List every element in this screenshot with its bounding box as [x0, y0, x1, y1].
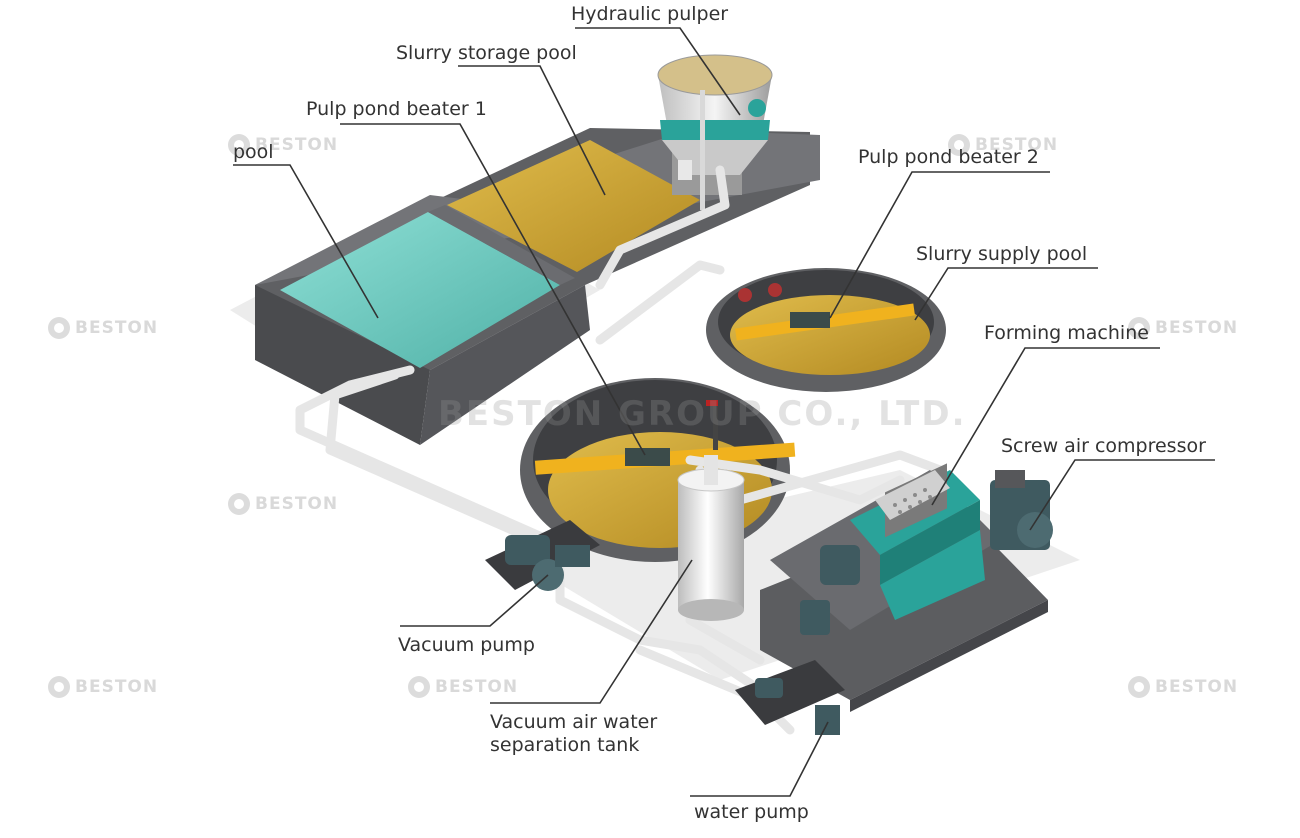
watermark-logo: BESTON [1128, 676, 1238, 698]
leader-slurry-supply-pool [914, 267, 1098, 321]
beston-logo-icon [228, 493, 250, 515]
pool-water [280, 212, 560, 368]
screw-air-compressor-unit [990, 470, 1053, 550]
leader-slurry-storage-pool [458, 65, 606, 196]
leader-pool [233, 164, 379, 319]
slurry-storage-slurry [447, 140, 700, 272]
separation-tank [677, 455, 745, 621]
watermark-logo: BESTON [228, 134, 338, 156]
label-pulp-pond-beater-1: Pulp pond beater 1 [306, 98, 487, 120]
beston-logo-icon [48, 317, 70, 339]
watermark-logo: BESTON [1128, 317, 1238, 339]
hydraulic-pulper [657, 54, 773, 210]
leader-screw-air-compressor [1029, 459, 1215, 531]
watermark-company: BESTON GROUP CO., LTD. [438, 394, 967, 434]
watermark-logo: BESTON [48, 317, 158, 339]
watermark-logo: BESTON [948, 134, 1058, 156]
beston-logo-icon [408, 676, 430, 698]
beston-logo-icon [48, 676, 70, 698]
watermark-logo: BESTON [48, 676, 158, 698]
label-vacuum-pump: Vacuum pump [398, 634, 535, 656]
label-hydraulic-pulper: Hydraulic pulper [571, 3, 729, 25]
label-screw-air-compressor: Screw air compressor [1001, 435, 1206, 457]
watermark-logo: BESTON [228, 493, 338, 515]
machine-floor-slab-front [850, 600, 1048, 712]
forming-machine-unit [770, 463, 1000, 635]
vacuum-pump-machine [485, 520, 600, 591]
leader-vacuum-pump [400, 574, 549, 627]
label-forming-machine: Forming machine [984, 322, 1149, 344]
label-slurry-supply-pool: Slurry supply pool [916, 243, 1088, 265]
label-pulp-pond-beater-2: Pulp pond beater 2 [858, 146, 1039, 168]
watermark-logo: BESTON [408, 676, 518, 698]
beston-logo-icon [1128, 317, 1150, 339]
leader-pulp-pond-beater-2 [829, 171, 1050, 319]
beston-logo-icon [948, 134, 970, 156]
label-pool: pool [233, 141, 274, 163]
water-pump-machine [735, 660, 845, 735]
leader-lines [233, 27, 1215, 797]
label-water-pump: water pump [694, 801, 809, 823]
leader-separation-tank [490, 559, 693, 704]
leader-forming-machine [931, 347, 1160, 506]
leader-pulp-pond-beater-1 [340, 123, 646, 456]
leader-water-pump [690, 721, 829, 797]
label-vacuum-air-water-separation-tank: Vacuum air water separation tank [490, 711, 658, 756]
slurry-supply-pool [706, 268, 946, 392]
beston-logo-icon [228, 134, 250, 156]
leader-hydraulic-pulper [575, 27, 741, 116]
beston-logo-icon [1128, 676, 1150, 698]
label-slurry-storage-pool: Slurry storage pool [396, 42, 577, 64]
